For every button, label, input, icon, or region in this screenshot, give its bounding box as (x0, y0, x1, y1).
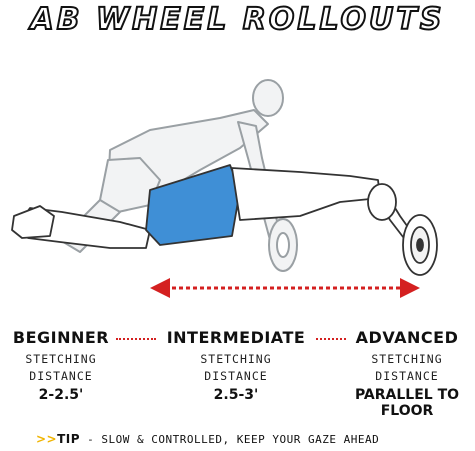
level-sub-1: STETCHING (371, 352, 443, 366)
level-sub-2: DISTANCE (375, 369, 439, 383)
chevron-right-icon: >> (36, 432, 58, 446)
main-figure (11, 164, 438, 276)
level-sub-2: DISTANCE (204, 369, 268, 383)
level-distance: 2-2.5' (38, 387, 84, 403)
level-intermediate: INTERMEDIATE STETCHING DISTANCE 2.5-3' (156, 328, 316, 403)
level-distance: 2.5-3' (213, 387, 259, 403)
dotted-connector (316, 338, 346, 340)
tip-line: >>TIP - SLOW & CONTROLLED, KEEP YOUR GAZ… (36, 432, 379, 446)
double-headed-arrow-icon (150, 278, 420, 298)
level-beginner: BEGINNER STETCHING DISTANCE 2-2.5' (6, 328, 116, 403)
page-title: AB WHEEL ROLLOUTS (30, 1, 445, 38)
tip-text: - SLOW & CONTROLLED, KEEP YOUR GAZE AHEA… (80, 433, 380, 446)
exercise-illustration (11, 79, 438, 298)
level-distance: PARALLEL TO FLOOR (354, 387, 460, 419)
level-sub-1: STETCHING (200, 352, 272, 366)
level-sub-1: STETCHING (25, 352, 97, 366)
level-advanced: ADVANCED STETCHING DISTANCE PARALLEL TO … (343, 328, 471, 419)
dotted-connector (116, 338, 156, 340)
level-sub-2: DISTANCE (29, 369, 93, 383)
difficulty-levels: BEGINNER STETCHING DISTANCE 2-2.5' INTER… (0, 328, 475, 419)
level-name: INTERMEDIATE (166, 328, 306, 347)
tip-label: TIP (57, 432, 81, 446)
level-name: BEGINNER (12, 328, 110, 347)
level-name: ADVANCED (355, 328, 459, 347)
